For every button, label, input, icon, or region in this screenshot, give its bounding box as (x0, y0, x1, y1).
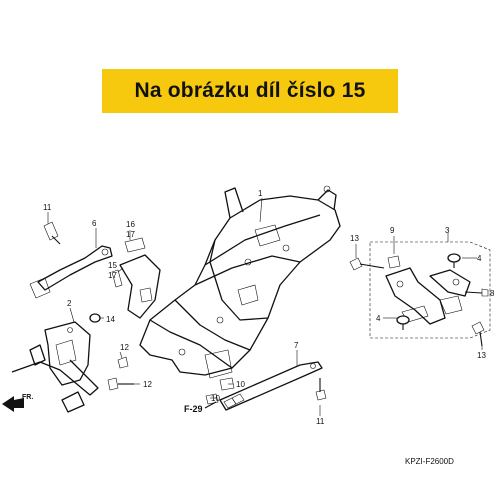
callout-12a: 12 (120, 343, 129, 352)
main-frame-part (139, 185, 341, 379)
rail-part-7 (219, 361, 323, 411)
callout-16: 16 (126, 220, 135, 229)
callout-17a: 17 (126, 230, 135, 239)
bolt-part-12b (107, 377, 134, 391)
bolt-part-13a (349, 257, 385, 271)
bracket-assembly-part-3 (385, 267, 471, 325)
reference-label: F-29 (184, 404, 203, 414)
bar-part-6 (29, 245, 113, 299)
banner-text: Na obrázku díl číslo 15 (134, 79, 366, 102)
bolt-part-8 (464, 288, 489, 297)
callout-17b: 17 (108, 271, 117, 280)
pin-part-4b (396, 315, 410, 330)
callout-3: 3 (445, 226, 450, 235)
bolt-part-13b (471, 321, 485, 347)
front-direction-arrow-icon (2, 396, 24, 412)
bolt-part-12a (117, 356, 129, 369)
part-number-banner: Na obrázku díl číslo 15 (102, 69, 398, 113)
callout-8: 8 (490, 289, 495, 298)
diagram-code: KPZI-F2600D (405, 457, 454, 466)
callout-4a: 4 (477, 254, 482, 263)
direction-label: FR. (22, 394, 33, 401)
pin-part-4a (447, 253, 461, 268)
callout-14: 14 (106, 315, 115, 324)
callout-9: 9 (390, 226, 395, 235)
callout-1: 1 (258, 189, 263, 198)
callout-11a: 11 (43, 203, 52, 212)
bolt-part-11b (315, 378, 327, 401)
chain-icon (223, 393, 245, 409)
nut-part-9 (387, 255, 401, 269)
callout-15: 15 (108, 261, 117, 270)
front-bracket-part (111, 237, 161, 319)
bolt-part-11 (43, 221, 61, 245)
bracket-part-2 (11, 321, 99, 413)
callout-10a: 10 (236, 380, 245, 389)
callout-2: 2 (67, 299, 72, 308)
callout-13b: 13 (477, 351, 486, 360)
callout-7: 7 (294, 341, 299, 350)
callout-12b: 12 (143, 380, 152, 389)
clip-part-10 (205, 377, 235, 405)
grommet-part-14 (89, 313, 101, 323)
leader-lines (47, 197, 483, 416)
callout-6: 6 (92, 219, 97, 228)
callout-11b: 11 (316, 417, 325, 426)
callout-13a: 13 (350, 234, 359, 243)
callout-4b: 4 (376, 314, 381, 323)
callout-10b: 10 (211, 394, 220, 403)
